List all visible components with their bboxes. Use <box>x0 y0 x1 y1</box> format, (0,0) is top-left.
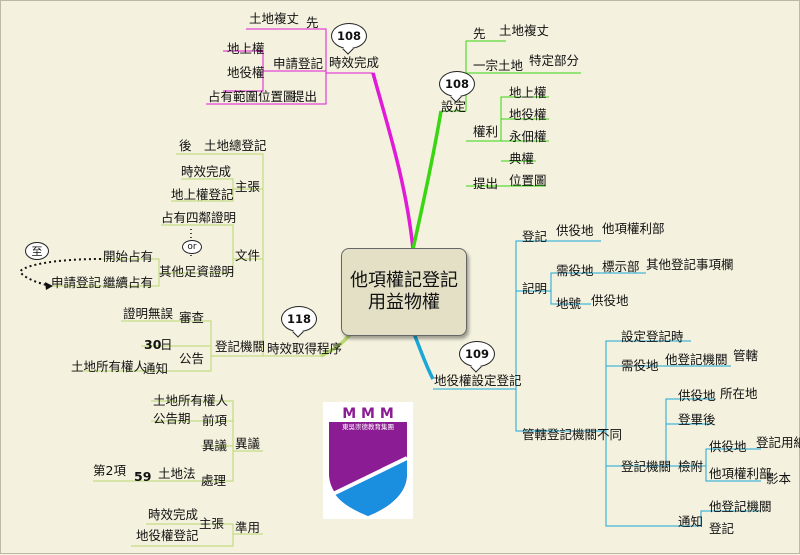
node-other-rights-section-2[interactable]: 他項權利部 <box>709 466 772 481</box>
node-servient-land-4[interactable]: 供役地 <box>709 439 747 454</box>
node-land-survey-right[interactable]: 土地複丈 <box>499 23 550 38</box>
node-servient-land[interactable]: 供役地 <box>556 223 594 238</box>
node-servient-land-2[interactable]: 供役地 <box>591 293 629 308</box>
node-r-superficies[interactable]: 地上權 <box>509 85 547 100</box>
node-objection[interactable]: 異議 <box>235 436 261 451</box>
central-topic[interactable]: 他項權記登記 用益物權 <box>341 248 467 336</box>
node-article-59: 59 <box>134 469 152 484</box>
node-one-parcel[interactable]: 一宗土地 <box>473 58 524 73</box>
node-timeliness-complete[interactable]: 時效完成 <box>329 55 380 70</box>
node-attach[interactable]: 檢附 <box>678 459 704 474</box>
node-until: 至 <box>25 242 49 260</box>
node-claim-2-servitude[interactable]: 地役權登記 <box>136 528 199 543</box>
node-mutatis-mutandis[interactable]: 準用 <box>235 520 261 535</box>
node-dominant-land[interactable]: 需役地 <box>556 263 594 278</box>
node-claim-2[interactable]: 主張 <box>199 516 225 531</box>
node-announcement-period[interactable]: 公告期 <box>153 411 191 426</box>
node-general-land-registration[interactable]: 土地總登記 <box>204 138 267 153</box>
node-apply-registration-left[interactable]: 申請登記 <box>51 275 102 290</box>
node-other-rights-section[interactable]: 他項權利部 <box>602 221 665 236</box>
node-its-office[interactable]: 他登記機關 <box>665 352 728 367</box>
node-establish[interactable]: 設定 <box>441 99 467 114</box>
node-r-perpetual-lease[interactable]: 永佃權 <box>509 129 547 144</box>
node-label-section[interactable]: 標示部 <box>602 259 640 274</box>
node-registration-office[interactable]: 登記機關 <box>621 459 672 474</box>
node-submit-right[interactable]: 提出 <box>473 176 499 191</box>
node-objection-2[interactable]: 異議 <box>202 438 228 453</box>
node-registration[interactable]: 登記 <box>709 521 735 536</box>
node-different-office[interactable]: 管轄登記機關不同 <box>522 427 623 442</box>
node-claim-timeliness[interactable]: 時效完成 <box>181 164 232 179</box>
node-announce[interactable]: 公告 <box>179 351 205 366</box>
logo-text: 東吳崇德教育集團 <box>342 422 394 431</box>
node-specific-part[interactable]: 特定部分 <box>529 53 580 68</box>
node-acquisition-procedure[interactable]: 時效取得程序 <box>267 341 343 356</box>
node-first-right[interactable]: 先 <box>473 26 486 41</box>
node-review[interactable]: 審查 <box>179 310 205 325</box>
node-notify-right[interactable]: 通知 <box>678 514 704 529</box>
node-location[interactable]: 所在地 <box>720 386 758 401</box>
node-days-value: 30 <box>144 337 162 352</box>
node-registration-office-left[interactable]: 登記機關 <box>215 339 266 354</box>
node-claim-superficies-registration[interactable]: 地上權登記 <box>171 187 234 202</box>
bubble-118: 118 <box>281 306 317 332</box>
node-other-office[interactable]: 他登記機關 <box>709 499 772 514</box>
node-claim[interactable]: 主張 <box>235 179 261 194</box>
node-land-survey[interactable]: 土地複丈 <box>249 11 300 26</box>
node-possession-map[interactable]: 占有範圍位置圖 <box>208 89 296 104</box>
node-rights[interactable]: 權利 <box>473 124 499 139</box>
node-land-owner[interactable]: 土地所有權人 <box>71 359 147 374</box>
node-other-items[interactable]: 其他登記事項欄 <box>646 257 734 272</box>
node-apply-registration[interactable]: 申請登記 <box>273 56 324 71</box>
node-documents[interactable]: 文件 <box>235 248 261 263</box>
node-start-occupation[interactable]: 開始占有 <box>103 249 154 264</box>
or-marker: or <box>182 240 202 254</box>
school-logo: M M M 東吳崇德教育集團 <box>323 402 413 519</box>
node-servient-land-3[interactable]: 供役地 <box>678 388 716 403</box>
node-after-registration[interactable]: 登畢後 <box>678 412 716 427</box>
node-other-proof[interactable]: 其他足資證明 <box>159 264 235 279</box>
node-proof-correct[interactable]: 證明無誤 <box>123 306 174 321</box>
bubble-108-top: 108 <box>331 23 367 49</box>
node-copy[interactable]: 影本 <box>766 471 792 486</box>
central-topic-line2: 用益物權 <box>368 292 440 313</box>
node-continue-occupation[interactable]: 繼續占有 <box>103 275 154 290</box>
node-servitude[interactable]: 地役權 <box>227 65 265 80</box>
node-r-dian[interactable]: 典權 <box>509 151 535 166</box>
node-servitude-registration[interactable]: 地役權設定登記 <box>434 373 522 388</box>
node-r-servitude[interactable]: 地役權 <box>509 107 547 122</box>
node-claim-2-timeliness[interactable]: 時效完成 <box>148 507 199 522</box>
node-superficies[interactable]: 地上權 <box>227 41 265 56</box>
bubble-108-right: 108 <box>439 71 475 97</box>
node-days-unit: 日 <box>160 337 173 352</box>
node-previous-item[interactable]: 前項 <box>202 413 228 428</box>
node-submit[interactable]: 提出 <box>292 89 318 104</box>
node-jurisdiction[interactable]: 管轄 <box>733 348 759 363</box>
node-position-map[interactable]: 位置圖 <box>509 173 547 188</box>
node-handle[interactable]: 處理 <box>201 473 227 488</box>
bubble-109: 109 <box>459 341 495 367</box>
node-neighbor-proof[interactable]: 占有四鄰證明 <box>161 210 237 225</box>
node-land-law[interactable]: 土地法 <box>158 466 196 481</box>
node-objection-owner[interactable]: 土地所有權人 <box>153 393 229 408</box>
node-register[interactable]: 登記 <box>522 229 548 244</box>
node-set-time[interactable]: 設定登記時 <box>621 329 684 344</box>
node-after[interactable]: 後 <box>179 138 192 153</box>
node-registration-paper[interactable]: 登記用紙 <box>756 435 800 450</box>
node-notify-left[interactable]: 通知 <box>143 361 169 376</box>
central-topic-line1: 他項權記登記 <box>350 270 458 291</box>
node-first[interactable]: 先 <box>306 15 319 30</box>
node-record[interactable]: 記明 <box>522 281 548 296</box>
node-item-2[interactable]: 第2項 <box>93 463 126 478</box>
svg-text:M M M: M M M <box>342 406 394 422</box>
node-dominant-land-2[interactable]: 需役地 <box>621 358 659 373</box>
node-lot-number[interactable]: 地號 <box>556 296 582 311</box>
